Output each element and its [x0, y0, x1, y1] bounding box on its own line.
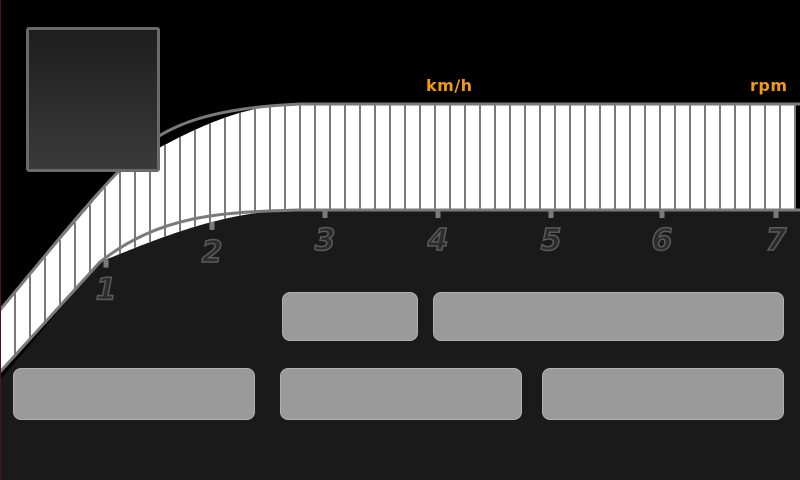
info-panel-3[interactable] — [13, 368, 255, 420]
rpm-bar-segments — [0, 104, 796, 371]
info-panel-1[interactable] — [282, 292, 418, 341]
info-panel-2[interactable] — [433, 292, 784, 341]
rpm-tick-label: 6 — [652, 223, 673, 258]
rpm-tick-label: 3 — [315, 223, 336, 258]
rpm-tick-label: 2 — [202, 235, 223, 270]
rpm-scale-ticks: 1 2 3 4 5 6 7 — [95, 210, 787, 308]
info-panel-4[interactable] — [280, 368, 522, 420]
rpm-bar-band — [0, 104, 795, 371]
info-panel-5[interactable] — [542, 368, 784, 420]
rpm-arc-inner-edge — [0, 208, 800, 374]
gear-indicator — [26, 27, 160, 172]
rpm-tick-label: 7 — [766, 223, 787, 258]
rpm-unit-label: rpm — [750, 76, 788, 95]
rpm-tick-label: 5 — [541, 223, 562, 258]
rpm-tick-label: 1 — [96, 273, 117, 308]
speed-unit-label: km/h — [426, 76, 473, 95]
screen-edge-marker — [0, 0, 1, 480]
rpm-tick-label: 4 — [427, 223, 449, 258]
